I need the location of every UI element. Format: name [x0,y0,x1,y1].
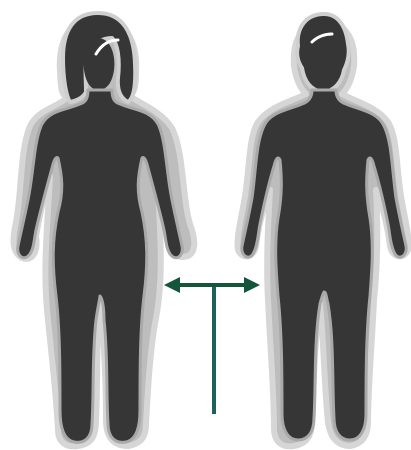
female-head [84,38,115,90]
male-head [297,14,349,92]
